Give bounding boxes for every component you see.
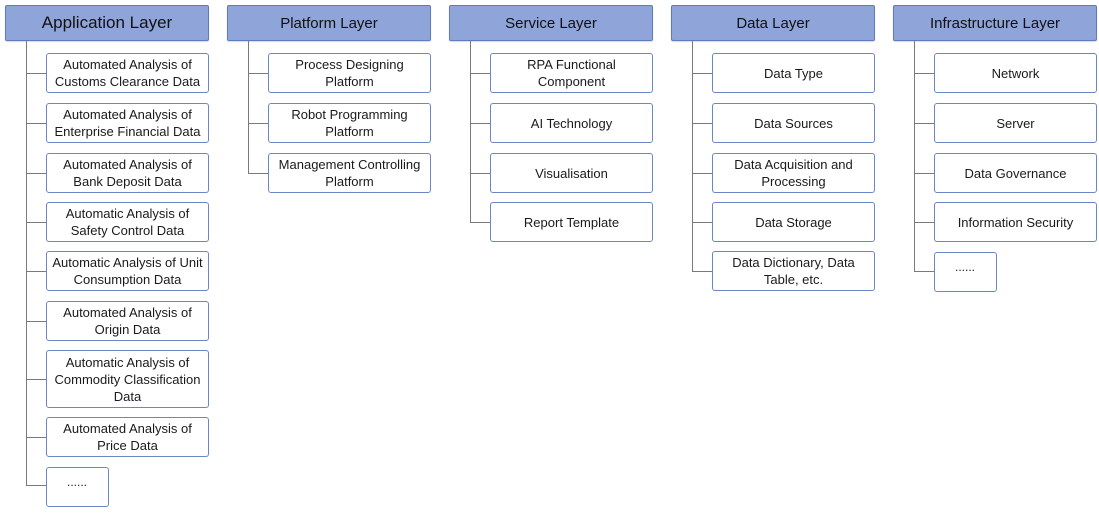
connector-line [26,437,46,438]
node-data-dictionary: Data Dictionary, Data Table, etc. [712,251,875,291]
connector-line [470,73,490,74]
connector-line [248,73,268,74]
node-robot-programming: Robot Programming Platform [268,103,431,143]
connector-line [26,379,46,380]
connector-line [26,123,46,124]
connector-line [692,173,712,174]
connector-line [470,173,490,174]
connector-line [692,123,712,124]
connector-line [248,173,268,174]
connector-trunk [26,41,27,485]
connector-line [470,123,490,124]
connector-line [692,222,712,223]
header-data-layer: Data Layer [671,5,875,41]
node-information-security: Information Security [934,202,1097,242]
column-service-layer: Service Layer RPA Functional Component A… [449,0,659,520]
connector-trunk [692,41,693,271]
node-data-governance: Data Governance [934,153,1097,193]
node-report-template: Report Template [490,202,653,242]
header-service-layer: Service Layer [449,5,653,41]
column-infrastructure-layer: Infrastructure Layer Network Server Data… [893,0,1099,520]
node-ellipsis: ...... [46,467,109,507]
node-process-designing: Process Designing Platform [268,53,431,93]
connector-line [26,321,46,322]
connector-trunk [914,41,915,271]
connector-line [914,222,934,223]
connector-line [692,73,712,74]
connector-line [26,222,46,223]
node-data-sources: Data Sources [712,103,875,143]
node-safety-control: Automatic Analysis of Safety Control Dat… [46,202,209,242]
node-server: Server [934,103,1097,143]
node-rpa-functional: RPA Functional Component [490,53,653,93]
connector-line [470,222,490,223]
connector-line [26,485,46,486]
node-bank-deposit: Automated Analysis of Bank Deposit Data [46,153,209,193]
node-network: Network [934,53,1097,93]
connector-trunk [248,41,249,173]
connector-line [914,73,934,74]
node-ai-technology: AI Technology [490,103,653,143]
node-enterprise-financial: Automated Analysis of Enterprise Financi… [46,103,209,143]
node-data-storage: Data Storage [712,202,875,242]
connector-line [26,173,46,174]
column-application-layer: Application Layer Automated Analysis of … [5,0,215,520]
column-platform-layer: Platform Layer Process Designing Platfor… [227,0,437,520]
node-commodity-classification: Automatic Analysis of Commodity Classifi… [46,350,209,408]
node-management-controlling: Management Controlling Platform [268,153,431,193]
node-unit-consumption: Automatic Analysis of Unit Consumption D… [46,251,209,291]
connector-line [914,173,934,174]
header-application-layer: Application Layer [5,5,209,41]
connector-line [248,123,268,124]
node-origin-data: Automated Analysis of Origin Data [46,301,209,341]
connector-line [26,73,46,74]
node-data-acquisition: Data Acquisition and Processing [712,153,875,193]
connector-line [692,271,712,272]
node-price-data: Automated Analysis of Price Data [46,417,209,457]
connector-trunk [470,41,471,222]
connector-line [914,271,934,272]
header-platform-layer: Platform Layer [227,5,431,41]
node-ellipsis: ...... [934,252,997,292]
header-infrastructure-layer: Infrastructure Layer [893,5,1097,41]
connector-line [26,271,46,272]
node-visualisation: Visualisation [490,153,653,193]
node-customs-clearance: Automated Analysis of Customs Clearance … [46,53,209,93]
node-data-type: Data Type [712,53,875,93]
column-data-layer: Data Layer Data Type Data Sources Data A… [671,0,881,520]
connector-line [914,123,934,124]
